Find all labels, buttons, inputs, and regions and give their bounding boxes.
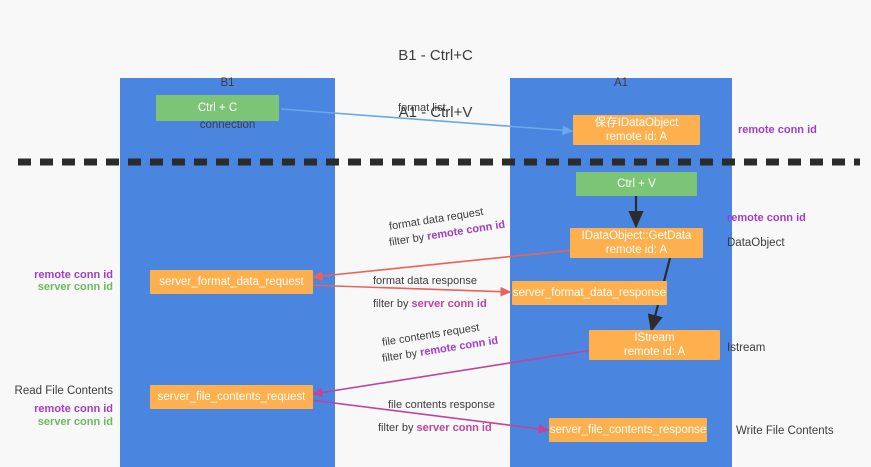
box-istream-line1: IStream (634, 332, 675, 344)
lane-header-a1-title: A1 (613, 77, 629, 89)
box-server-file-contents-response-label: server_file_contents_response (549, 424, 707, 436)
title-line-2: A1 - Ctrl+V (398, 104, 473, 121)
filter-prefix: filter by (373, 298, 412, 310)
arrow-format-list (280, 108, 574, 136)
box-idataobject-getdata[interactable]: IDataObject::GetData remote id: A (570, 228, 703, 258)
filter-key-server-conn-id: server conn id (411, 298, 487, 310)
filter-prefix: filter by (378, 422, 417, 434)
arrow-format-data-request (311, 249, 575, 281)
edge-label-format-data-request-group: format data request filter by remote con… (388, 206, 506, 250)
lane-header-b1-title: B1 (220, 77, 235, 89)
lane-header-b1-subtitle: connection (199, 119, 256, 131)
box-istream-line2: remote id: A (623, 346, 686, 358)
box-istream[interactable]: IStream remote id: A (589, 330, 720, 360)
annotation-left-remote-conn-id-bottom: remote conn id (34, 403, 113, 415)
annotation-left-remote-conn-id-mid: remote conn id (34, 269, 113, 281)
annotation-read-file-contents: Read File Contents (14, 385, 113, 397)
filter-prefix: filter by (381, 346, 422, 365)
edge-label-format-data-response-group: format data response filter by server co… (373, 274, 487, 311)
box-server-file-contents-request-label: server_file_contents_request (157, 391, 306, 403)
edge-label-file-contents-response: file contents response (388, 399, 496, 411)
annotation-dataobject: DataObject (727, 237, 785, 249)
lane-header-b1: B1 connection (120, 48, 335, 146)
title-line-1: B1 - Ctrl+C (398, 47, 473, 64)
box-getdata-line1: IDataObject::GetData (581, 230, 692, 242)
annotation-remote-conn-id-mid: remote conn id (727, 212, 806, 224)
box-ctrl-c-label: Ctrl + C (197, 102, 238, 114)
arrow-file-contents-response (309, 399, 550, 434)
edge-label-format-list: format list (398, 102, 446, 114)
edge-label-file-contents-request-group: file contents request filter by remote c… (381, 322, 499, 366)
filter-prefix: filter by (388, 230, 429, 249)
box-ctrl-v-label: Ctrl + V (617, 178, 656, 190)
edge-label-file-contents-response-filter: filter by server conn id (378, 421, 495, 435)
annotation-left-server-conn-id-bottom: server conn id (37, 416, 113, 428)
box-idataobject-store-line2: remote id: A (605, 131, 668, 143)
annotation-istream: Istream (727, 342, 766, 354)
box-server-format-data-request[interactable]: server_format_data_request (150, 270, 313, 294)
box-idataobject-store[interactable]: 保存IDataObject remote id: A (573, 115, 700, 145)
page-title: B1 - Ctrl+C A1 - Ctrl+V (0, 8, 871, 141)
box-server-format-data-response-label: server_format_data_response (512, 287, 667, 299)
annotation-write-file-contents: Write File Contents (736, 425, 834, 437)
filter-key-server-conn-id: server conn id (416, 422, 492, 434)
box-server-file-contents-response[interactable]: server_file_contents_response (549, 418, 707, 442)
box-getdata-line2: remote id: A (605, 244, 668, 256)
box-server-format-data-response[interactable]: server_format_data_response (512, 281, 667, 305)
edge-label-format-data-response: format data response (373, 275, 477, 287)
arrow-file-contents-request (311, 349, 593, 398)
box-idataobject-store-line1: 保存IDataObject (594, 117, 679, 129)
box-server-format-data-request-label: server_format_data_request (159, 276, 304, 288)
box-server-file-contents-request[interactable]: server_file_contents_request (150, 385, 313, 409)
annotation-left-server-conn-id-mid: server conn id (37, 281, 113, 293)
edge-label-format-data-response-filter: filter by server conn id (373, 297, 487, 311)
box-ctrl-c[interactable]: Ctrl + C (156, 95, 279, 121)
edge-label-file-contents-response-group: file contents response filter by server … (378, 398, 496, 435)
arrow-format-data-response (304, 284, 512, 297)
annotation-remote-conn-id-top: remote conn id (738, 124, 817, 136)
box-ctrl-v[interactable]: Ctrl + V (576, 172, 697, 196)
